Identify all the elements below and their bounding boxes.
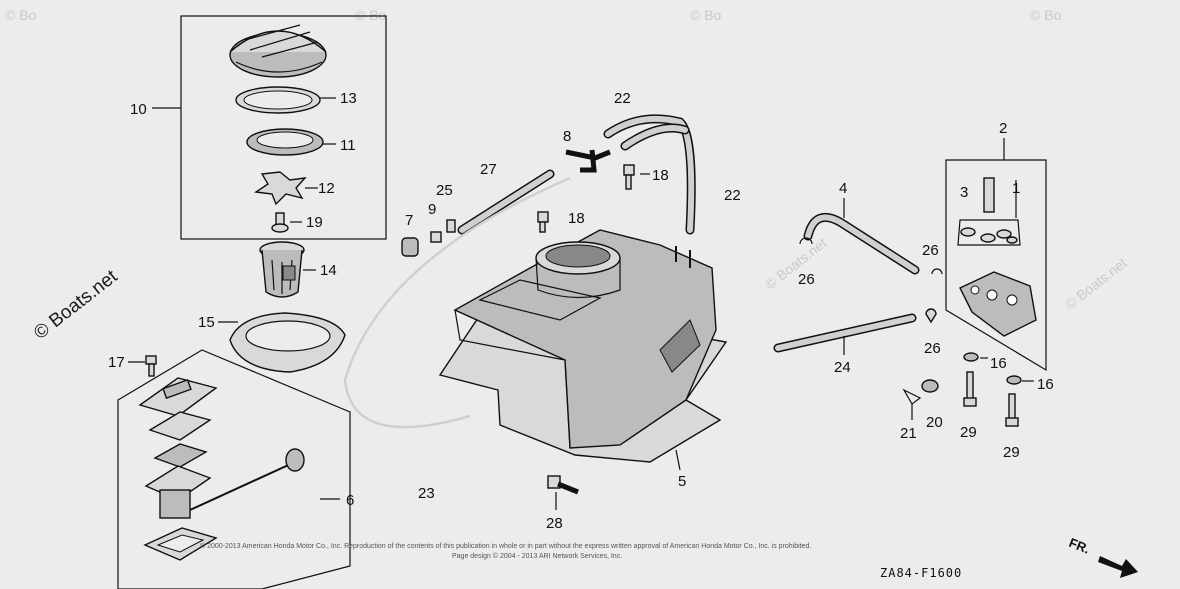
callout-26b: 26 <box>922 242 939 259</box>
callout-2: 2 <box>999 120 1007 137</box>
cap-plug-7 <box>401 237 419 257</box>
hose-clip-26c <box>925 308 937 324</box>
callout-16b: 16 <box>1037 376 1054 393</box>
callout-15: 15 <box>198 314 215 331</box>
callout-28: 28 <box>546 515 563 532</box>
callout-26c: 26 <box>924 340 941 357</box>
cap-assembly-box <box>180 15 387 240</box>
watermark-top: © Bo <box>1030 7 1062 23</box>
callout-9: 9 <box>428 201 436 218</box>
front-direction-arrow-icon: FR. <box>1067 535 1138 578</box>
copyright-line-1: © 2000-2013 American Honda Motor Co., In… <box>200 542 811 550</box>
callout-14: 14 <box>320 262 337 279</box>
bolt-18-lower <box>537 211 549 233</box>
callout-labels: 10 13 11 12 19 14 15 17 6 7 9 25 27 8 22… <box>108 90 1054 532</box>
callout-22a: 22 <box>614 90 631 107</box>
copyright-line-2: Page design © 2004 - 2013 ARI Network Se… <box>452 552 622 560</box>
gauge-assembly-box <box>117 349 351 589</box>
fuel-valve <box>957 177 1037 337</box>
clip-21 <box>902 388 922 405</box>
callout-12: 12 <box>318 180 335 197</box>
washer-16a <box>963 352 979 362</box>
callout-18b: 18 <box>568 210 585 227</box>
callout-25: 25 <box>436 182 453 199</box>
callout-24: 24 <box>834 359 851 376</box>
callout-10: 10 <box>130 101 147 118</box>
callout-22b: 22 <box>724 187 741 204</box>
callout-16a: 16 <box>990 355 1007 372</box>
bolt-18-upper <box>623 164 635 190</box>
joint-8 <box>565 149 611 173</box>
callout-19: 19 <box>306 214 323 231</box>
callout-5: 5 <box>678 473 686 490</box>
clip-9 <box>430 231 442 243</box>
hose-clip-26b <box>931 268 943 275</box>
callout-17: 17 <box>108 354 125 371</box>
bolt-29a <box>963 371 977 407</box>
callout-7: 7 <box>405 212 413 229</box>
watermark-top: © Bo <box>5 7 37 23</box>
tank-flange-gasket <box>229 312 346 373</box>
callout-6: 6 <box>346 492 354 509</box>
callout-8: 8 <box>563 128 571 145</box>
callout-29a: 29 <box>960 424 977 441</box>
callout-18a: 18 <box>652 167 669 184</box>
diagram-code: ZA84-F1600 <box>880 566 962 580</box>
fuel-valve-box <box>945 159 1047 372</box>
clip-25 <box>446 219 456 233</box>
fuel-cap <box>229 24 327 78</box>
callout-3: 3 <box>960 184 968 201</box>
fuel-gauge-parts <box>138 377 305 561</box>
callout-27: 27 <box>480 161 497 178</box>
callout-29b: 29 <box>1003 444 1020 461</box>
callout-21: 21 <box>900 425 917 442</box>
bolt-17 <box>145 355 157 377</box>
watermark-top: © Bo <box>355 7 387 23</box>
watermark-top: © Bo <box>690 7 722 23</box>
bolt-28 <box>547 475 579 495</box>
callout-4: 4 <box>839 180 847 197</box>
cap-plate <box>254 171 307 206</box>
fuel-strainer <box>259 241 305 298</box>
watermark-mid: © Boats.net <box>762 235 830 293</box>
callout-26a: 26 <box>798 271 815 288</box>
callout-1: 1 <box>1012 180 1020 197</box>
callout-20: 20 <box>926 414 943 431</box>
watermark-right: © Boats.net <box>1062 255 1130 313</box>
washer-16b <box>1006 375 1022 385</box>
hose-clip-26a <box>799 237 813 245</box>
watermark-side: © Boats.net <box>30 266 122 344</box>
callout-11: 11 <box>340 137 356 154</box>
breather-tube-27 <box>459 171 553 233</box>
washer-20 <box>921 379 939 393</box>
front-label: FR. <box>1067 535 1092 557</box>
callout-23: 23 <box>418 485 435 502</box>
screw-19 <box>275 212 285 226</box>
callout-13: 13 <box>340 90 357 107</box>
fuel-tank <box>438 229 728 463</box>
bolt-29b <box>1005 393 1019 427</box>
